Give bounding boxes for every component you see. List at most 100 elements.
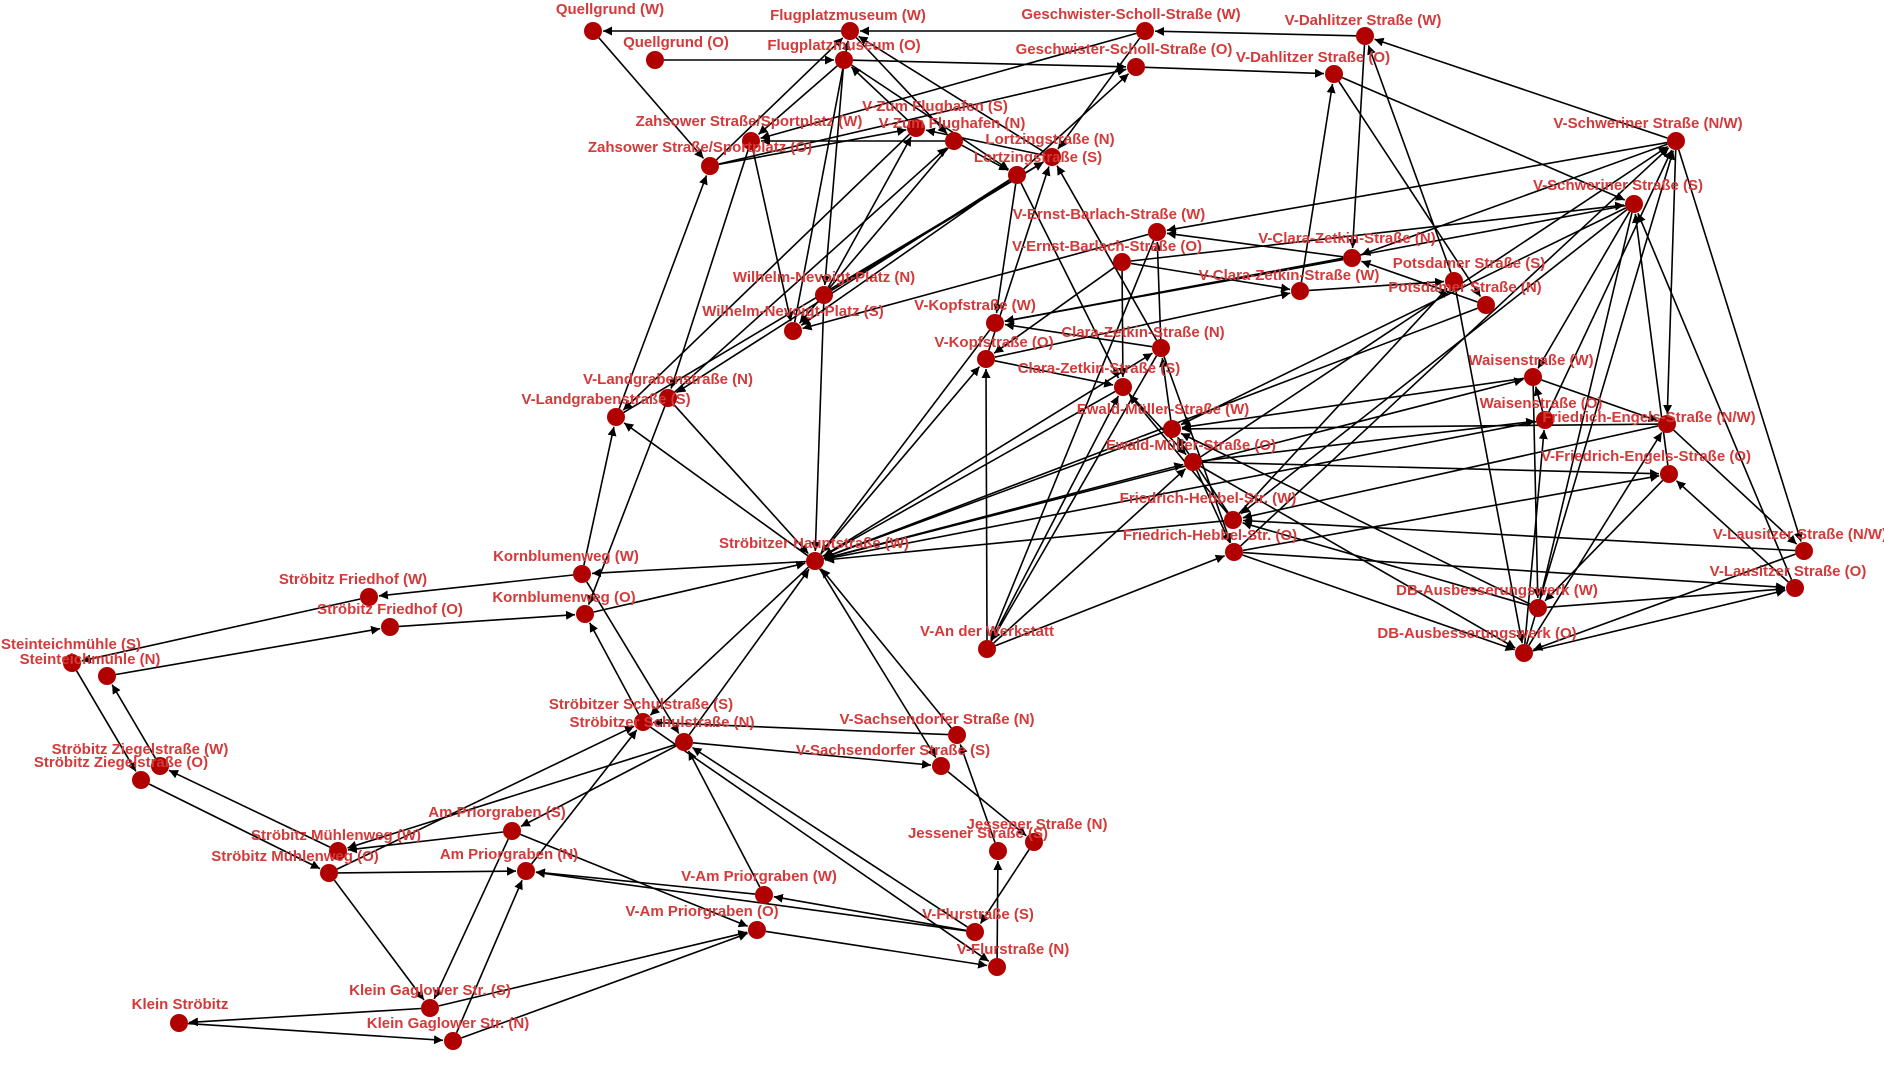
node-lortzing_s [1008,166,1026,184]
node-label-flur_n: V-Flurstraße (N) [957,941,1070,958]
node-zahsower_w [742,132,760,150]
edge-zahsower_o-to-flugplatzmuseum_w [715,37,844,161]
edge-klein_stroebitz-to-gaglower_n [187,1022,444,1045]
edge-hebbel_w-to-mueller_w [1176,436,1229,513]
edge-schul_n-to-sachsendorfer_s [692,742,932,769]
edge-flughafen_s-to-landgraben_s [622,133,911,411]
edge-hauptstr_w-to-landgraben_s [623,422,809,557]
node-label-muehlen_o: Ströbitz Mühlenweg (O) [211,848,378,865]
edge-hauptstr_w-to-kopf_o [820,366,981,555]
node-werkstatt [978,640,996,658]
edge-potsdamer_s-to-db_o [1454,289,1525,644]
edge-flur_s-to-priorgraben_n [535,869,967,932]
node-potsdamer_n [1477,296,1495,314]
edge-hebbel_w-to-zetkin_s [1128,394,1228,514]
edge-hauptstr_w-to-sachsendorfer_s [819,568,937,758]
edge-werkstatt-to-mueller_o [993,468,1187,644]
node-label-potsdamer_n: Potsdamer Straße (N) [1388,279,1541,296]
node-schweriner_nw [1667,132,1685,150]
edge-db_o-to-lausitzer_o [1532,588,1786,652]
node-label-quellgrund_o: Quellgrund (O) [623,34,729,51]
node-jessener_n [1025,833,1043,851]
node-label-geschwister_w: Geschwister-Scholl-Straße (W) [1021,6,1240,23]
node-dahlitzer_w [1356,27,1374,45]
node-label-hauptstr_w: Ströbitzer Hauptstraße (W) [719,535,909,552]
node-waisen_w [1524,368,1542,386]
node-label-barlach_w: V-Ernst-Barlach-Straße (W) [1013,206,1206,223]
node-label-muehlen_w: Ströbitz Mühlenweg (W) [251,827,421,844]
node-label-mueller_o: Ewald-Müller-Straße (O) [1106,437,1276,454]
node-label-sachsendorfer_n: V-Sachsendorfer Straße (N) [839,711,1034,728]
edge-hebbel_o-to-engels_o [1242,472,1660,552]
edge-zahsower_w-to-nevoigt_s [752,149,794,322]
node-barlach_o [1113,253,1131,271]
node-label-nevoigt_n: Wilhelm-Nevoigt-Platz (N) [733,269,915,286]
node-landgraben_s [607,408,625,426]
node-friedhof_w [360,588,378,606]
node-kopf_w [986,314,1004,332]
node-quellgrund_w [584,22,602,40]
node-label-hebbel_w: Friedrich-Hebbel-Str. (W) [1120,490,1297,507]
edge-v_priorgraben_w-to-priorgraben_n [535,868,756,895]
node-muehlen_o [320,864,338,882]
edge-db_w-to-hebbel_w [1242,520,1530,607]
node-label-v_priorgraben_w: V-Am Priorgraben (W) [681,868,837,885]
node-label-nevoigt_s: Wilhelm-Nevoigt-Platz (S) [702,303,884,320]
edge-lortzing_n-to-flughafen_s [925,127,1044,156]
node-label-priorgraben_n: Am Priorgraben (N) [440,846,578,863]
edge-friedhof_w-to-steinteich_s [81,598,361,664]
node-label-quellgrund_w: Quellgrund (W) [556,1,664,18]
edge-zetkin_s-to-mueller_o [1128,393,1187,456]
node-label-waisen_o: Waisenstraße (O) [1480,395,1603,412]
edge-lausitzer_nw-to-db_o [1533,553,1796,651]
node-flugplatzmuseum_o [835,51,853,69]
edge-steinteich_n-to-friedhof_o [115,625,381,676]
edge-db_o-to-schweriner_nw [1525,150,1675,645]
node-hebbel_o [1225,543,1243,561]
node-v_priorgraben_w [755,886,773,904]
edge-quellgrund_w-to-zahsower_o [598,37,705,159]
node-sachsendorfer_n [948,726,966,744]
node-flugplatzmuseum_w [841,22,859,40]
edge-zetkin_n-to-barlach_w [1153,241,1163,340]
node-label-barlach_o: V-Ernst-Barlach-Straße (O) [1012,238,1202,255]
node-label-flur_s: V-Flurstraße (S) [922,906,1034,923]
node-hauptstr_w [806,552,824,570]
edge-barlach_o-to-zetkin_s [1118,270,1128,378]
edge-flughafen_n-to-lortzing_s [961,144,1009,172]
edge-werkstatt-to-zetkin_s [990,395,1120,642]
edge-landgraben_s-to-lortzing_n [623,161,1044,414]
edge-mueller_o-to-db_o [1200,465,1516,649]
node-klein_stroebitz [170,1014,188,1032]
node-label-steinteich_s: Steinteichmühle (S) [1,636,141,653]
node-flughafen_n [945,132,963,150]
edge-sachsendorfer_n-to-hauptstr_w [820,568,952,729]
edge-lausitzer_o-to-schweriner_s [1637,212,1793,581]
node-steinteich_n [98,667,116,685]
edge-mueller_o-to-hebbel_o [1195,469,1231,544]
edge-schweriner_nw-to-zetkin_v_n [1361,143,1668,256]
edge-gaglower_n-to-priorgraben_n [455,879,523,1034]
node-label-flugplatzmuseum_w: Flugplatzmuseum (W) [770,7,926,24]
edge-werkstatt-to-kopf_o [981,368,991,641]
node-label-zetkin_n: Clara-Zetkin-Straße (N) [1061,324,1224,341]
edge-hauptstr_w-to-kornblumen_w [591,560,807,578]
edge-zetkin_n-to-hebbel_o [1163,356,1232,543]
edge-barlach_w-to-werkstatt [990,239,1155,641]
edge-schul_n-to-hauptstr_w [688,568,810,736]
node-kornblumen_w [573,565,591,583]
node-label-jessener_n: Jessener Straße (N) [967,816,1108,833]
node-potsdamer_s [1445,272,1463,290]
edge-zahsower_w-to-landgraben_n [669,149,749,389]
node-label-geschwister_o: Geschwister-Scholl-Straße (O) [1016,41,1233,58]
node-kornblumen_o [576,605,594,623]
edge-landgraben_n-to-flughafen_n [674,147,948,393]
node-geschwister_o [1127,58,1145,76]
edge-zetkin_n-to-werkstatt [991,355,1158,641]
node-engels_nw [1658,415,1676,433]
node-dahlitzer_o [1325,65,1343,83]
node-label-friedhof_w: Ströbitz Friedhof (W) [279,571,427,588]
edge-waisen_o-to-waisen_w [1533,386,1544,412]
edge-landgraben_s-to-zahsower_o [618,175,708,409]
node-zetkin_v_n [1343,249,1361,267]
